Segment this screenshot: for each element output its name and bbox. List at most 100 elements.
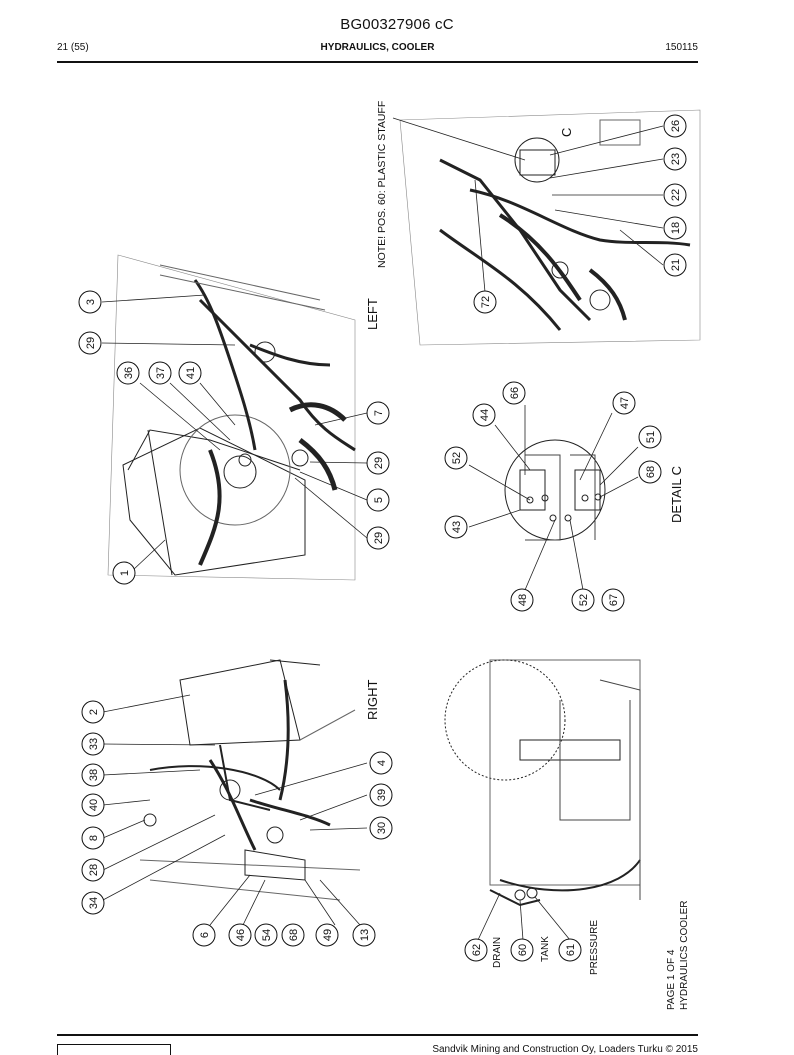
balloon-number: 46: [235, 929, 247, 941]
item-balloon: 49: [315, 923, 339, 947]
balloon-circle: [502, 381, 526, 405]
balloon-circle: [601, 588, 625, 612]
balloon-circle: [571, 588, 595, 612]
balloon-number: 3: [85, 299, 97, 305]
leader-lines: [101, 117, 664, 941]
balloon-circle: [112, 561, 136, 585]
balloon-number: 66: [509, 387, 521, 399]
item-balloon: 52: [571, 588, 595, 612]
item-balloon: 29: [366, 451, 390, 475]
balloon-circle: [81, 793, 105, 817]
item-balloon: 29: [366, 526, 390, 550]
view-labels: LEFT RIGHT DETAIL C C NOTE! POS. 60: PLA…: [365, 101, 690, 1010]
balloon-number: 72: [480, 296, 492, 308]
item-balloon: 39: [369, 783, 393, 807]
balloon-number: 5: [373, 497, 385, 503]
balloon-circle: [81, 700, 105, 724]
pressure-label: PRESSURE: [589, 920, 600, 975]
tank-label: TANK: [540, 936, 551, 962]
balloon-number: 41: [185, 367, 197, 379]
item-balloon: 48: [510, 588, 534, 612]
balloon-circle: [81, 732, 105, 756]
item-balloon: 54: [254, 923, 278, 947]
item-balloon: 38: [81, 763, 105, 787]
right-view-label: RIGHT: [365, 680, 380, 721]
item-balloon: 13: [352, 923, 376, 947]
item-balloon: 61: [558, 938, 582, 962]
bottom-view-sketch: [444, 659, 641, 907]
balloon-circle: [663, 114, 687, 138]
right-view-sketch: [139, 659, 361, 901]
item-balloon: 2: [81, 700, 105, 724]
item-balloon: 28: [81, 858, 105, 882]
item-balloon: 60: [510, 938, 534, 962]
balloon-number: 43: [451, 521, 463, 533]
balloon-number: 1: [119, 570, 131, 576]
balloon-circle: [78, 331, 102, 355]
balloon-number: 34: [88, 897, 100, 909]
balloon-number: 29: [85, 337, 97, 349]
balloon-number: 37: [155, 367, 167, 379]
item-balloon: 62: [464, 938, 488, 962]
balloon-number: 6: [199, 932, 211, 938]
balloon-circle: [228, 923, 252, 947]
balloon-number: 48: [517, 594, 529, 606]
document-id: BG00327906 cC: [340, 16, 454, 33]
balloon-circle: [464, 938, 488, 962]
upper-right-view-sketch: [399, 109, 701, 346]
item-balloon: 5: [366, 488, 390, 512]
balloon-circle: [663, 147, 687, 171]
page-of-label: PAGE 1 OF 4: [666, 949, 677, 1010]
balloon-circle: [192, 923, 216, 947]
balloon-circle: [81, 826, 105, 850]
balloon-number: 62: [471, 944, 483, 956]
balloon-number: 47: [619, 397, 631, 409]
balloon-circle: [663, 216, 687, 240]
balloon-number: 21: [670, 259, 682, 271]
item-balloon: 22: [663, 183, 687, 207]
balloon-number: 68: [645, 466, 657, 478]
balloon-number: 18: [670, 222, 682, 234]
balloon-number: 54: [261, 929, 273, 941]
balloon-circle: [315, 923, 339, 947]
item-balloon: 26: [663, 114, 687, 138]
item-balloon: 7: [366, 401, 390, 425]
item-balloon: 6: [192, 923, 216, 947]
balloon-circle: [369, 816, 393, 840]
balloon-number: 13: [359, 929, 371, 941]
balloon-circle: [663, 183, 687, 207]
balloon-circle: [558, 938, 582, 962]
balloon-number: 30: [376, 822, 388, 834]
balloon-circle: [352, 923, 376, 947]
item-balloon: 30: [369, 816, 393, 840]
item-balloon: 51: [638, 425, 662, 449]
page-title-label: HYDRAULICS COOLER: [679, 901, 690, 1010]
item-balloon: 44: [472, 403, 496, 427]
balloon-circle: [81, 763, 105, 787]
note-text: NOTE! POS. 60: PLASTIC STAUFF: [376, 101, 388, 268]
item-balloon: 23: [663, 147, 687, 171]
balloon-circle: [638, 460, 662, 484]
balloon-number: 2: [88, 709, 100, 715]
balloon-number: 44: [479, 409, 491, 421]
company-logo: [57, 1044, 171, 1055]
balloon-circle: [116, 361, 140, 385]
balloon-number: 36: [123, 367, 135, 379]
balloon-number: 39: [376, 789, 388, 801]
balloon-number: 40: [88, 799, 100, 811]
copyright-text: Sandvik Mining and Construction Oy, Load…: [432, 1044, 698, 1055]
balloon-circle: [612, 391, 636, 415]
balloon-number: 52: [451, 452, 463, 464]
item-balloon: 21: [663, 253, 687, 277]
item-balloon: 33: [81, 732, 105, 756]
balloon-number: 22: [670, 189, 682, 201]
balloon-circle: [510, 938, 534, 962]
item-balloon: 1: [112, 561, 136, 585]
balloon-number: 38: [88, 769, 100, 781]
item-balloon: 36: [116, 361, 140, 385]
item-balloon: 3: [78, 290, 102, 314]
item-balloon: 67: [601, 588, 625, 612]
item-balloon: 47: [612, 391, 636, 415]
page-indicator: 21 (55): [57, 42, 89, 53]
